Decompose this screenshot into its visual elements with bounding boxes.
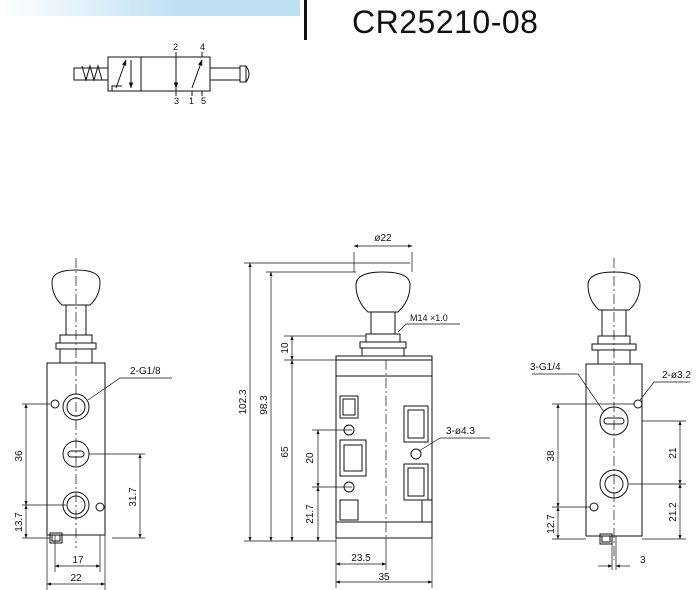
left-dim-36: 36 [14,450,25,462]
left-dim-17: 17 [72,555,84,566]
right-dim-38: 38 [546,450,557,462]
front-thread-label: M14 ×1.0 [410,313,448,323]
right-hole-callout: 2-ø3.2 [662,370,691,381]
front-dim-dia22: ø22 [374,233,392,244]
front-dim-65: 65 [280,446,291,458]
left-dim-22: 22 [70,573,82,584]
front-dim-10: 10 [280,342,291,354]
front-body [335,359,433,539]
port-label-1: 1 [189,96,194,106]
front-dim-35: 35 [378,572,390,583]
port-label-3: 3 [174,96,179,106]
right-dim-21-2: 21.2 [668,502,679,522]
left-knob [51,269,101,306]
symbol-body [107,56,211,92]
valve-symbol [73,52,250,96]
front-knob [355,271,411,313]
front-view [244,244,490,588]
page-title: CR25210-08 [352,4,539,40]
right-view [532,258,690,570]
left-thread-callout: 2-G1/8 [130,366,161,377]
port-label-2: 2 [173,42,178,52]
right-dim-21: 21 [668,447,679,459]
left-dim-31-7: 31.7 [128,487,139,507]
left-dim-13-7: 13.7 [14,512,25,532]
right-thread-callout: 3-G1/4 [530,362,561,373]
header-divider [304,0,307,40]
front-dim-20: 20 [305,452,316,464]
port-label-5: 5 [201,96,206,106]
front-hole-callout: 3-ø4.3 [446,426,475,437]
front-dim-23-5: 23.5 [351,553,371,564]
front-dim-98-3: 98.3 [259,395,270,415]
right-knob [587,271,641,311]
left-view [22,258,172,590]
port-label-4: 4 [200,42,205,52]
front-dim-102-3: 102.3 [238,389,249,414]
header-accent-bar [0,0,300,16]
right-dim-3: 3 [640,555,646,566]
front-dim-21-7: 21.7 [305,504,316,524]
right-dim-12-7: 12.7 [546,514,557,534]
